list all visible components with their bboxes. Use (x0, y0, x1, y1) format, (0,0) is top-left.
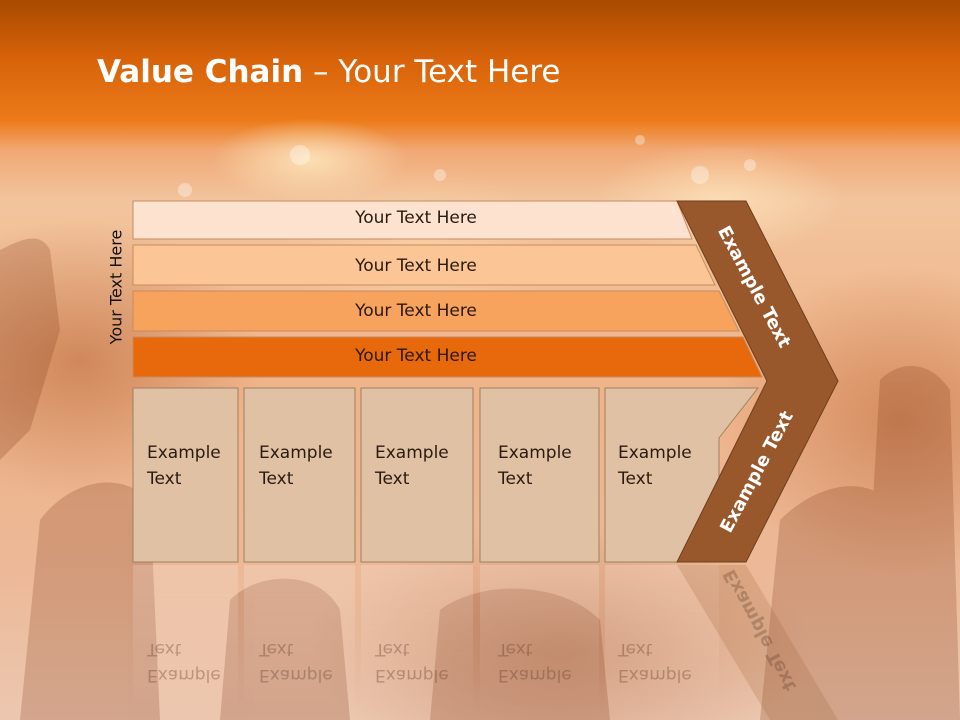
box-1-reflection-line1: Example (147, 665, 221, 685)
box-2-reflection-line2: Text (259, 639, 294, 659)
box-5-line2: Text (618, 469, 653, 489)
title-rest: – Your Text Here (303, 54, 561, 90)
box-3-line1: Example (375, 443, 449, 463)
box-1-shape (132, 387, 239, 563)
box-2-reflection-line1: Example (259, 665, 333, 685)
box-3-shape (360, 387, 474, 563)
box-3-line2: Text (375, 469, 410, 489)
chevron-shape (676, 200, 839, 563)
box-3-reflection-line2: Text (375, 639, 410, 659)
diagram-reflection (133, 565, 838, 720)
box-4-line2: Text (498, 469, 533, 489)
bar-4-label: Your Text Here (355, 346, 477, 366)
box-2-reflection: Example Text (259, 636, 333, 688)
box-5-line1: Example (618, 443, 692, 463)
box-1-line1: Example (147, 443, 221, 463)
box-4-reflection-line2: Text (498, 639, 533, 659)
box-5-reflection-line1: Example (618, 665, 692, 685)
box-4-shape (479, 387, 600, 563)
box-1-line2: Text (147, 469, 182, 489)
bar-1-shape (132, 200, 693, 240)
box-3-reflection-line1: Example (375, 665, 449, 685)
box-4-reflection-line1: Example (498, 665, 572, 685)
bar-3-label: Your Text Here (355, 301, 477, 321)
bar-2-label: Your Text Here (355, 256, 477, 276)
bar-4-shape (132, 336, 763, 378)
box-1-reflection-line2: Text (147, 639, 182, 659)
box-2-line2: Text (259, 469, 294, 489)
slide-title: Value Chain – Your Text Here (97, 54, 560, 90)
box-5-reflection: Example Text (618, 636, 692, 688)
box-2-line1: Example (259, 443, 333, 463)
box-3-reflection: Example Text (375, 636, 449, 688)
title-bold: Value Chain (97, 54, 304, 90)
bar-1-label: Your Text Here (355, 208, 477, 228)
box-5-reflection-line2: Text (618, 639, 653, 659)
bar-2-shape (132, 244, 716, 286)
box-4-reflection: Example Text (498, 636, 572, 688)
box-1-reflection: Example Text (147, 636, 221, 688)
bar-3-shape (132, 290, 740, 332)
box-2-shape (243, 387, 356, 563)
box-4-line1: Example (498, 443, 572, 463)
